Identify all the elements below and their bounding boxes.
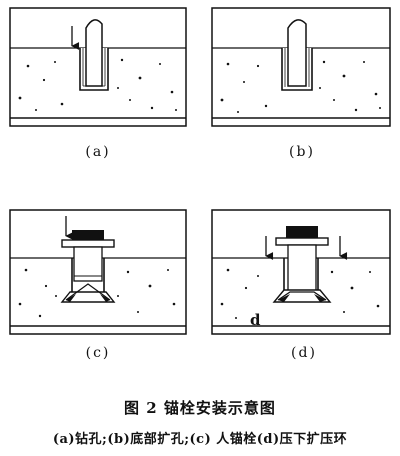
anchor-hole bbox=[71, 258, 105, 292]
undercut-tool bbox=[287, 19, 307, 87]
expansion-sleeve bbox=[60, 283, 116, 303]
anchor-installation-diagram bbox=[9, 7, 391, 335]
panel-d-diagram bbox=[211, 209, 391, 335]
panel-a-label: (a) bbox=[85, 144, 111, 160]
panel-a-diagram bbox=[9, 7, 187, 127]
panel-d-label: (d) bbox=[291, 345, 317, 361]
panel-c-diagram bbox=[9, 209, 187, 335]
panel-b-label: (b) bbox=[289, 144, 315, 160]
panel-d-marker: d bbox=[250, 311, 261, 329]
drill-bit bbox=[85, 19, 103, 87]
panel-b-diagram bbox=[211, 7, 391, 127]
figure-description: (a)钻孔;(b)底部扩孔;(c) 人锚栓(d)压下扩压环 bbox=[52, 432, 348, 447]
anchor-bolt bbox=[61, 230, 115, 282]
anchor-hole bbox=[283, 258, 319, 290]
concrete-aggregate-dots bbox=[18, 58, 177, 111]
concrete-aggregate-dots bbox=[220, 60, 381, 113]
compressed-expansion-ring bbox=[272, 289, 332, 303]
anchor-bolt bbox=[275, 226, 329, 292]
figure-title: 图 2 锚栓安装示意图 bbox=[124, 399, 276, 417]
concrete-aggregate-dots bbox=[220, 268, 380, 319]
panel-c-label: (c) bbox=[85, 345, 111, 361]
concrete-aggregate-dots bbox=[18, 268, 176, 318]
